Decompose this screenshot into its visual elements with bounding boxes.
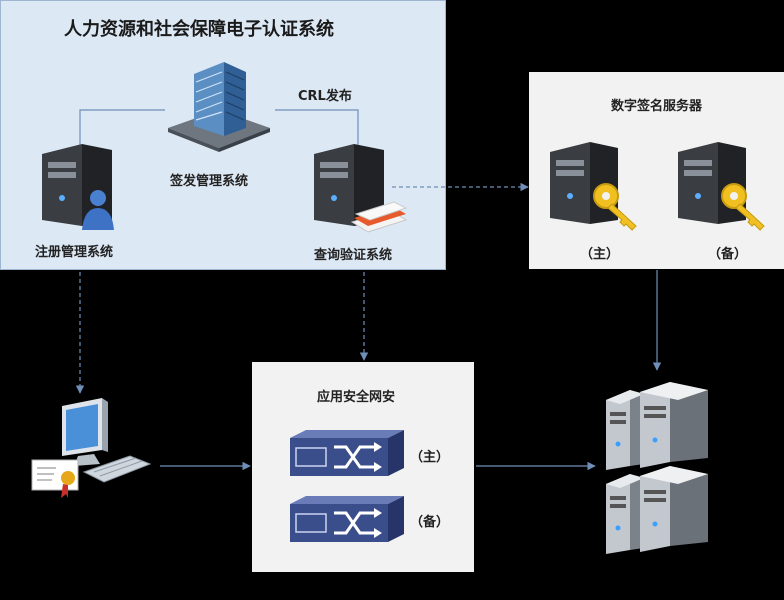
network-primary-switch-icon <box>290 430 404 476</box>
network-primary-label: （主） <box>410 450 450 465</box>
link-issuing-query <box>275 109 359 150</box>
signature-primary-server-key-icon <box>550 142 637 231</box>
signature-primary-label: （主） <box>580 247 620 262</box>
query-server-icon <box>314 144 408 233</box>
link-issuing-registration <box>79 109 165 150</box>
signature-server-title: 数字签名服务器 <box>611 99 703 114</box>
registration-system-label: 注册管理系统 <box>35 245 114 260</box>
signature-backup-server-key-icon <box>678 142 765 231</box>
registration-server-icon <box>42 144 114 230</box>
crl-label: CRL发布 <box>298 89 352 104</box>
hr-system-title: 人力资源和社会保障电子认证系统 <box>64 19 334 40</box>
network-backup-label: （备） <box>410 515 450 530</box>
network-security-title: 应用安全网安 <box>317 390 396 405</box>
network-backup-switch-icon <box>290 496 404 542</box>
query-system-label: 查询验证系统 <box>314 248 393 263</box>
signature-backup-label: （备） <box>708 247 748 262</box>
server-cluster-icon <box>606 382 708 554</box>
office-building-icon <box>168 62 270 152</box>
issuing-system-label: 签发管理系统 <box>170 174 249 189</box>
client-computer-certificate-icon <box>31 398 152 498</box>
